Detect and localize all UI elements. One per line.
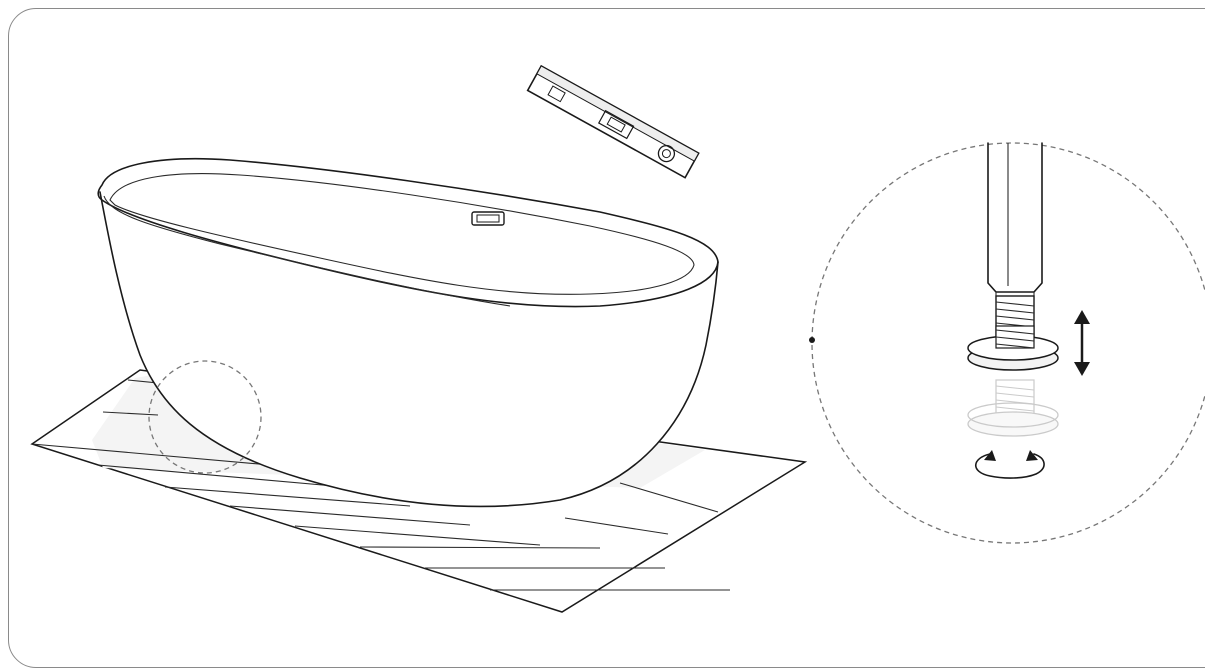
- lowered-foot-ghost: [967, 379, 1059, 437]
- hex-wrench-icon: [987, 142, 1043, 300]
- detail-callout: [809, 142, 1205, 544]
- foot-callout-marker: [148, 360, 262, 474]
- rotate-arrow-icon: [974, 450, 1045, 479]
- callout-anchor-dot: [809, 337, 815, 343]
- leveling-foot-icon: [967, 325, 1059, 371]
- adjust-height-arrow-icon: [1074, 310, 1090, 376]
- bathtub: [97, 157, 719, 508]
- spirit-level-icon: [526, 64, 700, 179]
